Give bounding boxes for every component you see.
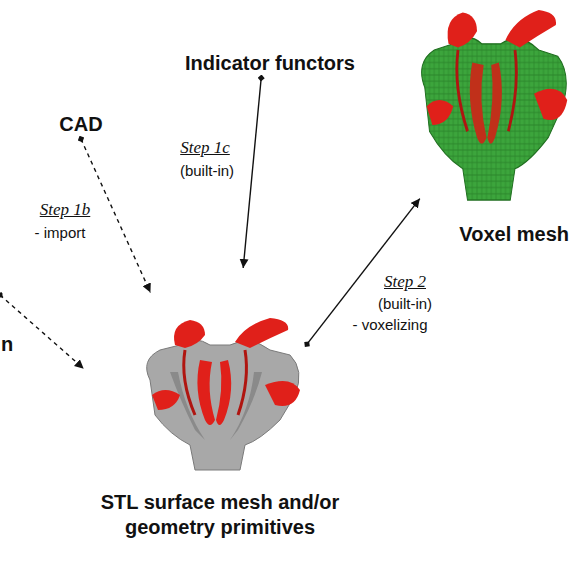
step-label: Step 1b [38,200,93,220]
node-label: n [1,332,13,357]
step-label: Step 2 [382,272,428,292]
step-note: - import [33,224,88,241]
node-label: CAD [59,112,102,137]
step-label: Step 1c [178,138,232,158]
step-note: (built-in) [376,295,434,312]
voxel-sinus-figure [422,10,568,200]
stl-sinus-figure [147,318,300,470]
source-label: n [0,295,25,357]
connector-arrow [243,78,261,268]
node-label: STL surface mesh and/or geometry primiti… [81,490,359,540]
node-label: Voxel mesh [459,222,569,247]
source-label: CAD [50,110,112,139]
stl-mesh-node: STL surface mesh and/or geometry primiti… [75,268,365,540]
source-label: Indicator functors [160,48,380,78]
step-note: - voxelizing [350,316,429,333]
connector-arrow [0,295,84,369]
voxel-mesh-node: Voxel mesh [415,5,575,247]
node-label: Indicator functors [185,51,355,76]
step-note: (built-in) [178,162,236,179]
